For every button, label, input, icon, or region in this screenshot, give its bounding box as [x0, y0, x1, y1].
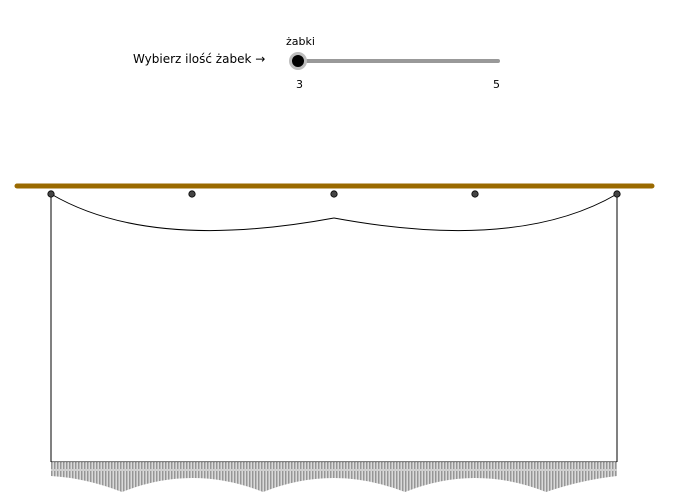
- curtain-swag-right: [333, 193, 618, 232]
- hook-point-4[interactable]: [471, 190, 479, 198]
- slider-label: żabki: [286, 35, 315, 48]
- curtain-swag-left: [50, 193, 335, 232]
- hook-point-3[interactable]: [330, 190, 338, 198]
- hook-point-1[interactable]: [47, 190, 55, 198]
- slider-min-label: 3: [296, 78, 303, 91]
- prompt-text: Wybierz ilość żabek →: [133, 52, 266, 66]
- slider-thumb[interactable]: [289, 52, 307, 70]
- hook-point-5[interactable]: [613, 190, 621, 198]
- slider-track[interactable]: [298, 59, 500, 63]
- hook-point-2[interactable]: [188, 190, 196, 198]
- slider-max-label: 5: [493, 78, 500, 91]
- curtain-fringe: [51, 462, 617, 492]
